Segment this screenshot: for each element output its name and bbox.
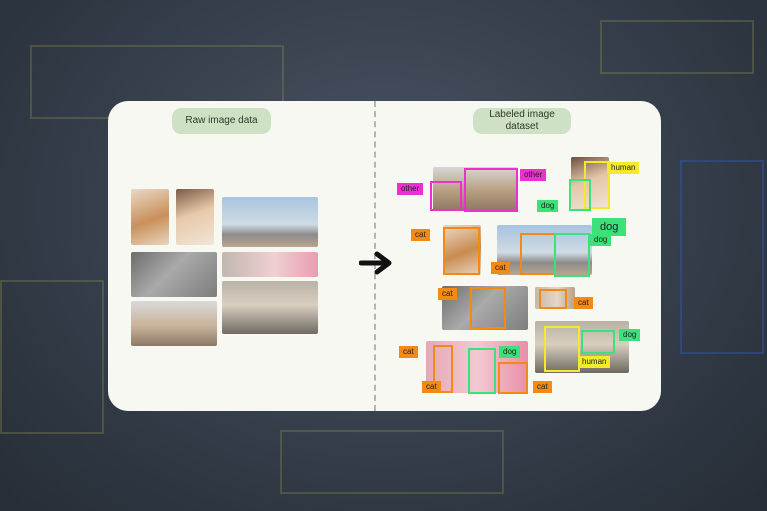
raw-photo-cat bbox=[131, 189, 169, 245]
bbox-human bbox=[544, 326, 580, 372]
label-cat: cat bbox=[574, 297, 593, 309]
bbox-cat bbox=[433, 345, 453, 393]
bbox-cat bbox=[470, 287, 506, 329]
map-road-outline bbox=[680, 160, 764, 354]
panel-divider bbox=[374, 101, 376, 411]
label-dog: dog bbox=[590, 234, 612, 246]
bbox-other bbox=[430, 181, 462, 211]
label-dog: dog bbox=[537, 200, 559, 212]
map-road-outline bbox=[0, 280, 104, 434]
raw-photo-person-dog bbox=[176, 189, 214, 245]
bbox-human bbox=[584, 161, 610, 209]
label-cat: cat bbox=[438, 288, 457, 300]
bbox-cat bbox=[520, 233, 556, 275]
right-arrow-icon bbox=[359, 251, 392, 275]
bbox-dog bbox=[581, 330, 615, 354]
labeled-photo-cat bbox=[443, 225, 481, 275]
bbox-dog bbox=[569, 179, 591, 211]
raw-photo-pets-row bbox=[222, 252, 318, 277]
label-other: other bbox=[520, 169, 547, 181]
bbox-cat bbox=[539, 289, 567, 309]
bbox-dog bbox=[554, 233, 590, 277]
map-road-outline bbox=[280, 430, 504, 494]
labeled-dataset-title: Labeled image dataset bbox=[473, 108, 571, 134]
raw-data-title: Raw image data bbox=[172, 108, 271, 134]
label-dog: dog bbox=[619, 329, 641, 341]
label-human: human bbox=[607, 162, 640, 174]
bbox-cat bbox=[498, 362, 528, 394]
label-dog: dog bbox=[499, 346, 521, 358]
bbox-other bbox=[464, 168, 518, 212]
label-cat: cat bbox=[491, 262, 510, 274]
raw-photo-tortoise-cat bbox=[131, 301, 217, 346]
label-cat: cat bbox=[422, 381, 441, 393]
raw-photo-cat-sunglasses bbox=[131, 252, 217, 297]
map-road-outline bbox=[600, 20, 754, 74]
label-other: other bbox=[397, 183, 424, 195]
raw-photo-person-room bbox=[222, 281, 318, 334]
raw-photo-dog-cat bbox=[222, 197, 318, 247]
label-cat: cat bbox=[533, 381, 552, 393]
label-human: human bbox=[578, 356, 611, 368]
bbox-dog bbox=[468, 348, 496, 394]
bbox-cat bbox=[443, 227, 480, 275]
labeled-photo-tortoise-cat bbox=[433, 167, 518, 211]
label-cat: cat bbox=[399, 346, 418, 358]
label-cat: cat bbox=[411, 229, 430, 241]
comparison-card: Raw image data Labeled image dataset oth… bbox=[108, 101, 661, 411]
label-dog-large: dog bbox=[592, 218, 627, 236]
